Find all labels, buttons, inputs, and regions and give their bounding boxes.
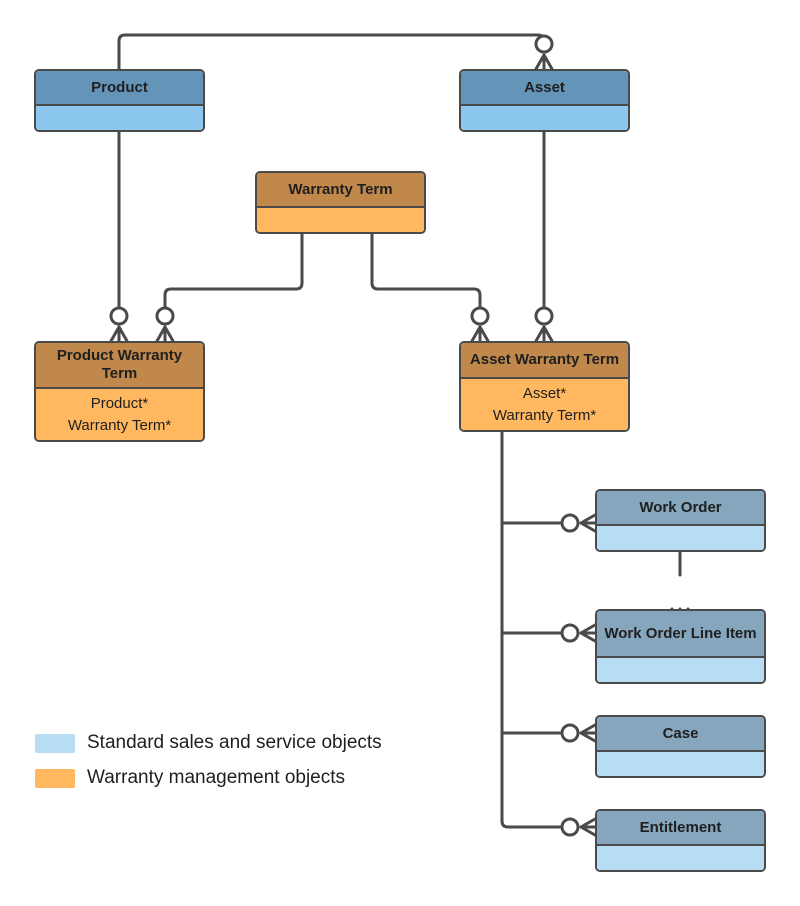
legend-standard: Standard sales and service objects	[35, 732, 382, 754]
entity-warranty-term-body	[257, 208, 424, 232]
entity-warranty-term[interactable]: Warranty Term	[255, 171, 426, 234]
entity-product-title: Product	[36, 71, 203, 106]
entity-work-order-line-item-title: Work Order Line Item	[597, 611, 764, 658]
entity-product-warranty-term-body: Product* Warranty Term*	[36, 389, 203, 440]
connector-line	[370, 232, 482, 310]
entity-work-order-body	[597, 526, 764, 550]
entity-asset-body	[461, 106, 628, 130]
legend-standard-swatch	[35, 733, 75, 753]
entity-work-order-line-item-body	[597, 658, 764, 682]
connector-line	[579, 817, 597, 837]
field-warranty-term: Warranty Term*	[67, 417, 172, 435]
field-asset: Asset*	[522, 384, 567, 402]
crows-foot-circle	[560, 723, 580, 743]
entity-case-body	[597, 752, 764, 776]
entity-product-warranty-term[interactable]: Product Warranty Term Product* Warranty …	[34, 341, 205, 442]
connector-line	[163, 232, 304, 310]
connector-line	[500, 430, 562, 829]
connector-line	[155, 325, 175, 343]
connector-line	[470, 325, 490, 343]
entity-entitlement-title: Entitlement	[597, 811, 764, 846]
entity-asset-title: Asset	[461, 71, 628, 106]
legend-standard-label: Standard sales and service objects	[87, 732, 382, 753]
legend-warranty-swatch	[35, 768, 75, 788]
crows-foot-circle	[560, 817, 580, 837]
connector-line	[534, 53, 554, 71]
crows-foot-circle	[109, 306, 129, 326]
connector-line	[579, 513, 597, 533]
entity-asset-warranty-term-body: Asset* Warranty Term*	[461, 379, 628, 430]
connector-line	[109, 325, 129, 343]
entity-product-body	[36, 106, 203, 130]
crows-foot-circle	[560, 623, 580, 643]
entity-product[interactable]: Product	[34, 69, 205, 132]
entity-asset[interactable]: Asset	[459, 69, 630, 132]
legend-warranty-label: Warranty management objects	[87, 767, 346, 788]
entity-work-order-title: Work Order	[597, 491, 764, 526]
entity-asset-warranty-term[interactable]: Asset Warranty Term Asset* Warranty Term…	[459, 341, 630, 432]
connector-line	[579, 723, 597, 743]
connector-line	[579, 623, 597, 643]
entity-case-title: Case	[597, 717, 764, 752]
field-product: Product*	[90, 394, 149, 412]
entity-entitlement-body	[597, 846, 764, 870]
crows-foot-circle	[470, 306, 490, 326]
entity-warranty-term-title: Warranty Term	[257, 173, 424, 208]
entity-case[interactable]: Case	[595, 715, 766, 778]
crows-foot-circle	[155, 306, 175, 326]
entity-asset-warranty-term-title: Asset Warranty Term	[461, 343, 628, 379]
entity-work-order[interactable]: Work Order	[595, 489, 766, 552]
crows-foot-circle	[560, 513, 580, 533]
entity-work-order-line-item[interactable]: Work Order Line Item	[595, 609, 766, 684]
crows-foot-circle	[534, 306, 554, 326]
legend-warranty: Warranty management objects	[35, 767, 345, 789]
entity-product-warranty-term-title: Product Warranty Term	[36, 343, 203, 389]
entity-entitlement[interactable]: Entitlement	[595, 809, 766, 872]
field-warranty-term: Warranty Term*	[492, 407, 597, 425]
connector-line	[534, 325, 554, 343]
crows-foot-circle	[534, 34, 554, 54]
connector-line	[117, 33, 546, 71]
